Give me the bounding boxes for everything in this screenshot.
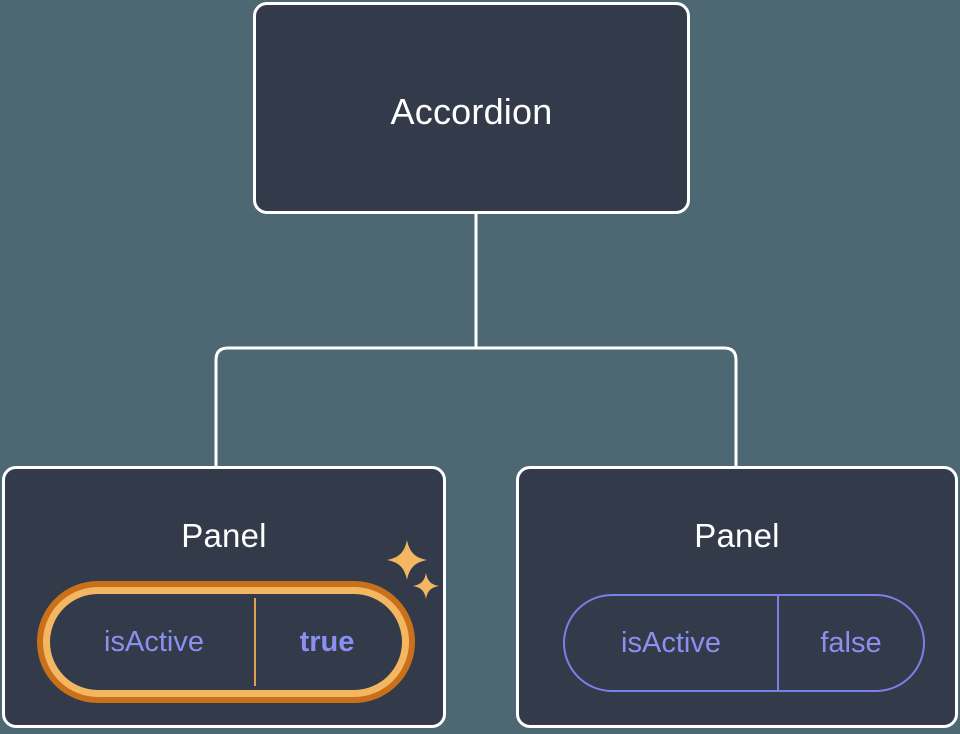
prop-value-true: true [254,598,398,686]
sparkle-icon [385,538,429,582]
prop-pill-is-active-false[interactable]: isActive false [563,594,925,692]
prop-pill-highlight-ring-inner [43,587,409,697]
node-panel-active[interactable]: Panel isActive true [2,466,446,728]
prop-key-is-active: isActive [621,626,721,659]
node-accordion-label: Accordion [390,91,553,132]
sparkle-icon-small [412,572,440,600]
node-panel-inactive[interactable]: Panel isActive false [516,466,958,728]
prop-value-false: false [777,596,923,690]
node-accordion[interactable]: Accordion [253,2,690,214]
prop-pill-highlight-ring: isActive true [37,581,415,703]
connector-branch-bus [214,346,738,466]
node-panel-inactive-label: Panel [694,517,780,554]
node-panel-active-label: Panel [181,517,267,554]
prop-key-is-active: isActive [104,625,204,658]
prop-pill-is-active-true[interactable]: isActive true [54,598,398,686]
